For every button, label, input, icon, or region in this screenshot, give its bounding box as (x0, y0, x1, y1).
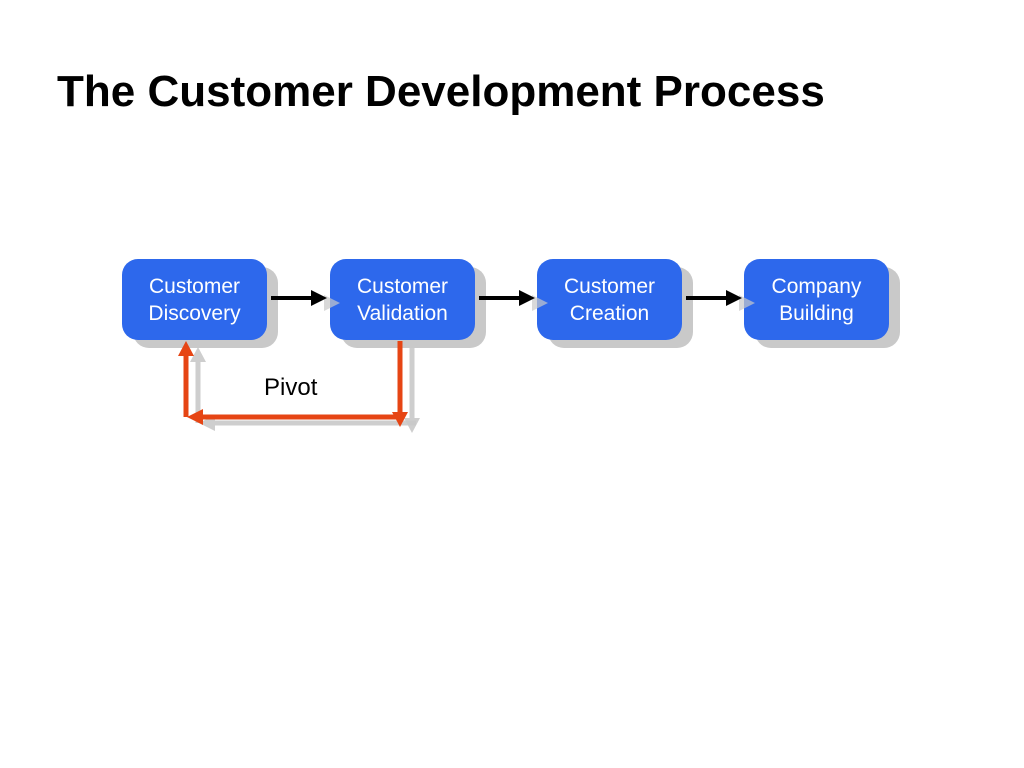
pivot-arrow-down-icon (392, 341, 408, 427)
step-label-customer-validation: Customer Validation (356, 274, 449, 325)
slide-title: The Customer Development Process (57, 67, 825, 117)
pivot-arrow-left-icon (187, 409, 404, 425)
step-box-company-building: Company Building (744, 259, 889, 340)
forward-arrow-icon-1 (271, 290, 327, 306)
step-label-customer-discovery: Customer Discovery (148, 274, 241, 325)
step-label-company-building: Company Building (771, 274, 862, 325)
pivot-arrow-up-icon (178, 341, 194, 417)
step-box-customer-creation: Customer Creation (537, 259, 682, 340)
step-box-customer-validation: Customer Validation (330, 259, 475, 340)
forward-arrow-icon-3 (686, 290, 742, 306)
step-label-customer-creation: Customer Creation (563, 274, 656, 325)
step-box-customer-discovery: Customer Discovery (122, 259, 267, 340)
pivot-label: Pivot (264, 374, 318, 401)
forward-arrow-icon-2 (479, 290, 535, 306)
